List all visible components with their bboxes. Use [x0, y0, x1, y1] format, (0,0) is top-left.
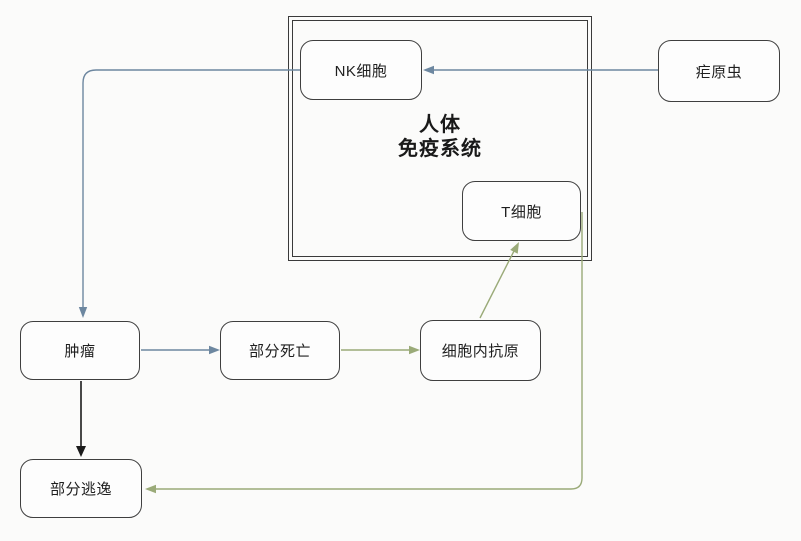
node-partial-escape: 部分逃逸 — [20, 459, 142, 518]
arrowhead-into-tumor-top — [78, 307, 88, 318]
node-plasmodium-label: 疟原虫 — [695, 63, 743, 81]
immune-system-title-line1: 人体 — [419, 114, 461, 136]
node-tumor-label: 肿瘤 — [64, 343, 96, 360]
node-t-cell-label: T细胞 — [501, 203, 542, 221]
edge-nk-cell-to-tumor — [78, 69, 300, 318]
immune-system-title-line2: 免疫系统 — [398, 138, 482, 160]
node-intracellular-antigen: 细胞内抗原 — [420, 320, 541, 381]
node-nk-cell-label: NK细胞 — [334, 62, 388, 80]
arrowhead-into-partial-escape-right — [145, 484, 156, 494]
node-tumor: 肿瘤 — [20, 321, 140, 380]
edge-tumor-to-partial-death — [141, 345, 220, 355]
arrowhead-into-partial-death — [209, 345, 220, 355]
edge-tumor-to-partial-escape — [76, 381, 86, 457]
node-intracellular-antigen-label: 细胞内抗原 — [441, 343, 520, 360]
arrowhead-into-antigen — [409, 345, 420, 355]
edge-partial-death-to-antigen — [341, 345, 420, 355]
node-partial-escape-label: 部分逃逸 — [49, 481, 112, 498]
node-t-cell: T细胞 — [462, 181, 581, 241]
node-partial-death-label: 部分死亡 — [248, 343, 311, 360]
immune-system-title: 人体 免疫系统 — [293, 113, 587, 161]
node-plasmodium: 疟原虫 — [658, 40, 780, 102]
arrowhead-into-partial-escape-top — [76, 446, 86, 457]
node-partial-death: 部分死亡 — [220, 321, 340, 380]
node-nk-cell: NK细胞 — [300, 40, 422, 100]
